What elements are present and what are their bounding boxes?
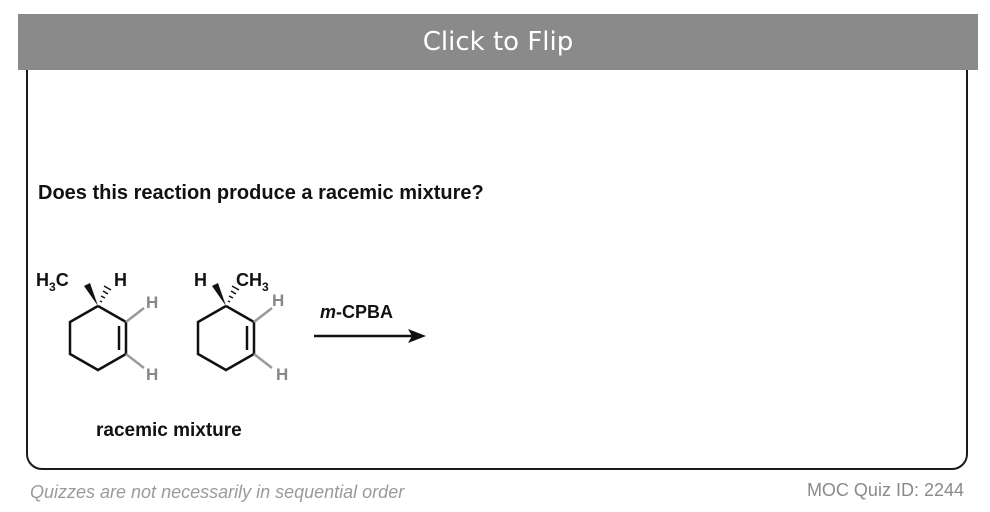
right-bond-h-right <box>253 307 273 323</box>
right-top-h: H <box>194 270 207 290</box>
left-top-h: H <box>114 270 127 290</box>
left-bond-h-bottom <box>125 353 145 369</box>
right-ch3-label: CH3 <box>236 270 269 294</box>
right-right-h: H <box>272 291 284 310</box>
right-wedge-bond <box>212 283 226 306</box>
left-bottom-h: H <box>146 365 158 384</box>
right-bond-h-bottom <box>253 353 273 369</box>
reaction-scheme: H3C H H H H CH3 H H m-CPBA racemic mixtu… <box>36 270 426 441</box>
left-h3c-label: H3C <box>36 270 69 294</box>
left-bond-h-right <box>125 307 145 323</box>
left-wedge-bond <box>84 283 98 306</box>
click-to-flip-button[interactable]: Click to Flip <box>18 14 978 70</box>
left-molecule <box>68 304 145 372</box>
footer-note: Quizzes are not necessarily in sequentia… <box>30 482 405 502</box>
quiz-id: MOC Quiz ID: 2244 <box>806 480 964 500</box>
racemic-caption: racemic mixture <box>96 420 242 441</box>
reagent-label: m-CPBA <box>320 302 393 322</box>
right-hash-bond <box>227 285 240 303</box>
question-text: Does this reaction produce a racemic mix… <box>38 182 484 204</box>
left-ring <box>68 304 128 372</box>
flashcard[interactable] <box>26 20 968 470</box>
right-ring <box>196 304 256 372</box>
reaction-arrow-head <box>408 329 426 343</box>
right-bottom-h: H <box>276 365 288 384</box>
right-molecule <box>196 304 273 372</box>
left-hash-bond <box>99 285 112 303</box>
flip-label: Click to Flip <box>422 27 574 57</box>
left-right-h: H <box>146 293 158 312</box>
